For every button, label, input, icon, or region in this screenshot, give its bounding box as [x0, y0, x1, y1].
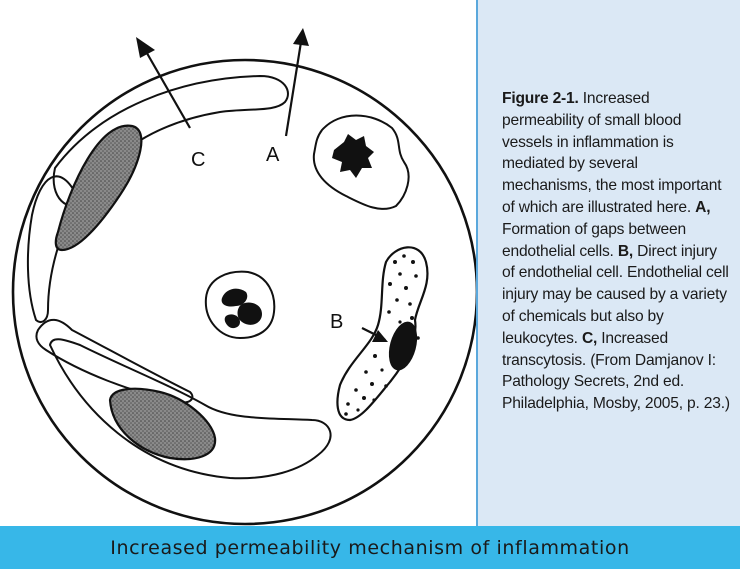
- panel-divider: [476, 0, 478, 526]
- leukocyte-center-nucleus: [221, 288, 262, 329]
- figure-number: Figure 2-1.: [502, 90, 579, 107]
- caption-c-text: Increased transcytosis. (From Damjanov I…: [502, 329, 730, 413]
- endothelial-cell-bottom: [48, 338, 332, 480]
- endothelial-cell-left-lower: [35, 318, 194, 404]
- arrow-c: [136, 37, 191, 129]
- caption-b-text: Direct injury of endothelial cell. Endot…: [502, 242, 729, 347]
- nucleus-left: [54, 124, 143, 252]
- caption-a-marker: A,: [695, 198, 711, 216]
- footer-banner: Increased permeability mechanism of infl…: [0, 526, 740, 569]
- caption-panel: Figure 2-1. Increased permeability of sm…: [478, 0, 740, 526]
- cell-vesicles: [344, 254, 420, 416]
- injured-cell-nucleus: [388, 321, 418, 371]
- arrow-b: [361, 327, 388, 342]
- leukocyte-upper-nucleus: [332, 134, 374, 178]
- caption-intro: Increased permeability of small blood ve…: [502, 90, 722, 216]
- endothelial-cell-left: [26, 175, 80, 323]
- label-c: C: [191, 149, 205, 171]
- nucleus-bottom: [108, 387, 217, 461]
- vessel-outer-wall: [11, 58, 476, 526]
- label-b: B: [330, 311, 343, 333]
- caption-a-text: Formation of gaps between endothelial ce…: [502, 220, 686, 260]
- figure-panel: C A B: [11, 28, 476, 526]
- injured-endothelial-cell: [336, 246, 429, 422]
- vessel-cross-section-diagram: C A B: [11, 28, 476, 526]
- caption-b-marker: B,: [617, 242, 634, 260]
- label-a: A: [266, 144, 280, 166]
- caption-c-marker: C,: [581, 329, 598, 347]
- arrow-a: [284, 28, 309, 137]
- slide-title: Increased permeability mechanism of infl…: [110, 536, 630, 559]
- figure-caption: Figure 2-1. Increased permeability of sm…: [502, 88, 730, 415]
